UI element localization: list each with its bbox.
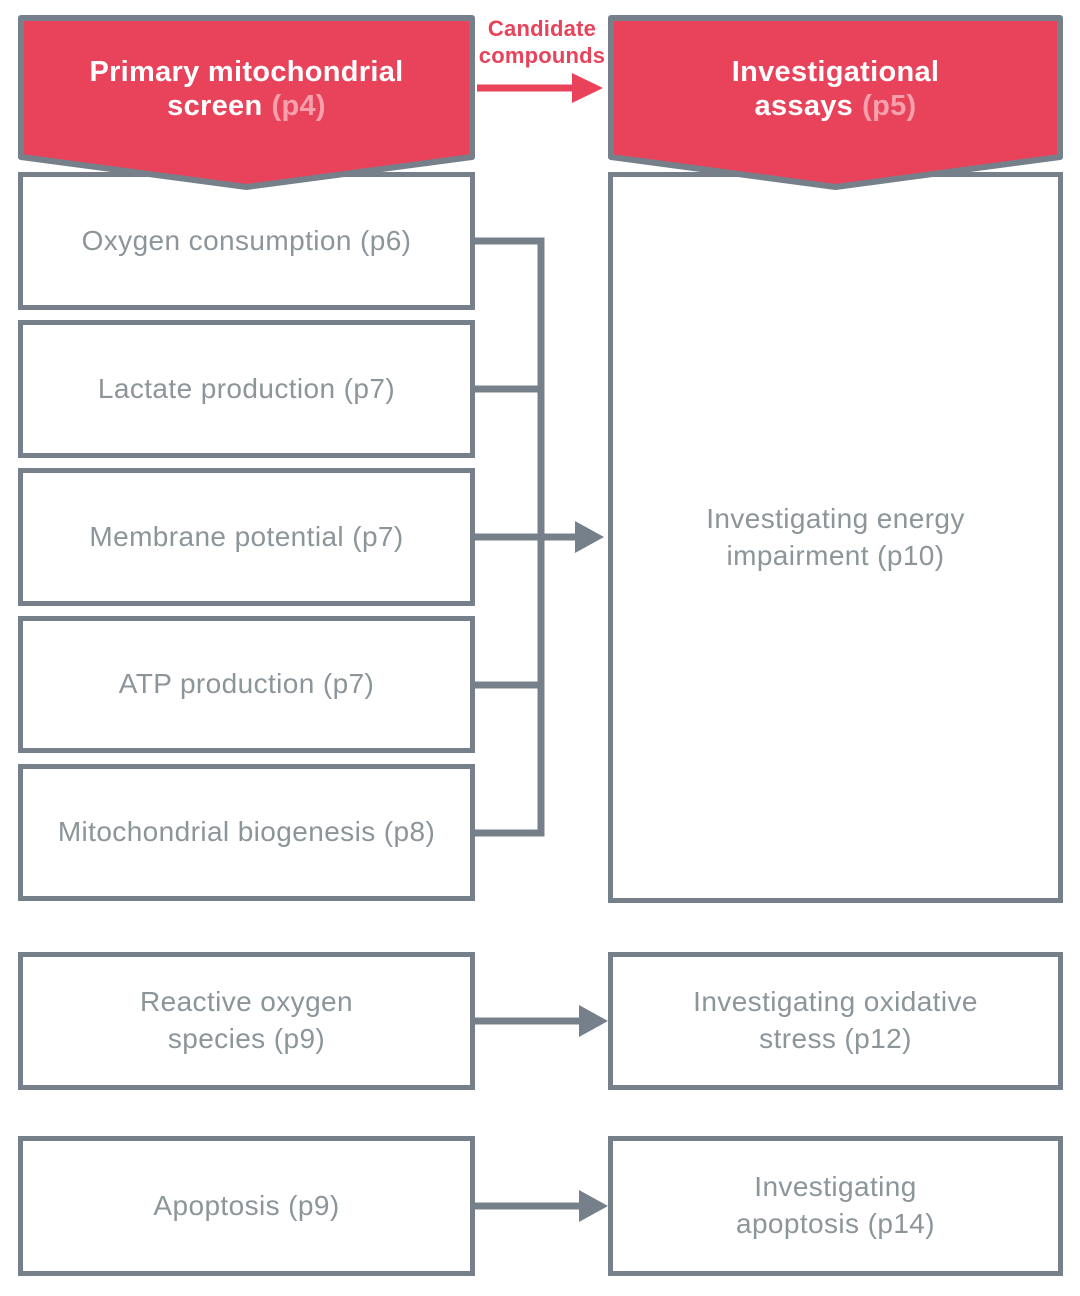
connector-merge-tree xyxy=(475,237,545,837)
gray-arrow-energy-impairment-icon xyxy=(475,521,604,553)
screen-box-reactive-oxygen-species: Reactive oxygen species (p9) xyxy=(18,952,475,1090)
box-label: Investigating oxidative stress (p12) xyxy=(693,986,978,1054)
banner-investigational-text: Investigational assays(p5) xyxy=(608,19,1063,159)
banner-investigational-line1: Investigational xyxy=(731,55,940,88)
box-label: Apoptosis (p9) xyxy=(153,1189,340,1221)
box-label: Lactate production (p7) xyxy=(97,372,396,404)
banner-primary-line1: Primary mitochondrial xyxy=(89,55,404,88)
banner-primary-screen: Primary mitochondrial screen(p4) xyxy=(18,15,475,190)
gray-arrow-oxidative-stress-icon xyxy=(475,1005,608,1037)
screen-box-oxygen-consumption: Oxygen consumption (p6) xyxy=(18,172,475,310)
screen-box-membrane-potential: Membrane potential (p7) xyxy=(18,468,475,606)
assay-box-apoptosis: Investigating apoptosis (p14) xyxy=(608,1136,1063,1276)
screen-box-lactate-production: Lactate production (p7) xyxy=(18,320,475,458)
banner-investigational-assays: Investigational assays(p5) xyxy=(608,15,1063,190)
box-label: Membrane potential (p7) xyxy=(89,520,404,552)
box-label: Mitochondrial biogenesis (p8) xyxy=(57,816,436,848)
banner-investigational-line2: assays(p5) xyxy=(754,90,917,122)
assay-box-energy-impairment: Investigating energy impairment (p10) xyxy=(608,172,1063,903)
page-ref: (p4) xyxy=(271,90,326,122)
ribbon-chevron-shape xyxy=(608,15,1063,190)
candidate-compounds-label: Candidate compounds xyxy=(478,16,606,68)
ribbon-chevron-shape xyxy=(18,15,475,190)
box-label: ATP production (p7) xyxy=(118,668,375,700)
box-label: Oxygen consumption (p6) xyxy=(81,224,412,256)
gray-arrow-apoptosis-icon xyxy=(475,1190,608,1222)
banner-primary-line2: screen(p4) xyxy=(167,90,326,122)
box-label: Investigating apoptosis (p14) xyxy=(735,1171,935,1239)
banner-primary-text: Primary mitochondrial screen(p4) xyxy=(18,19,475,159)
assay-box-oxidative-stress: Investigating oxidative stress (p12) xyxy=(608,952,1063,1090)
screen-box-apoptosis: Apoptosis (p9) xyxy=(18,1136,475,1276)
screen-box-atp-production: ATP production (p7) xyxy=(18,616,475,753)
box-label: Investigating energy impairment (p10) xyxy=(706,502,965,571)
page-ref: (p5) xyxy=(862,90,917,122)
box-label: Reactive oxygen species (p9) xyxy=(139,986,353,1054)
red-arrow-right-icon xyxy=(477,73,603,103)
screen-box-mitochondrial-biogenesis: Mitochondrial biogenesis (p8) xyxy=(18,764,475,901)
